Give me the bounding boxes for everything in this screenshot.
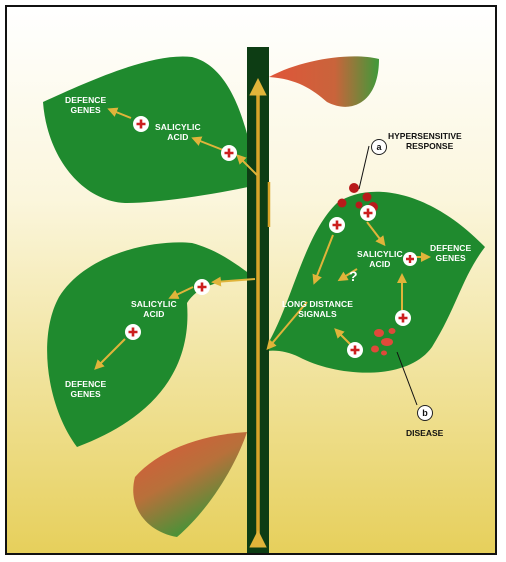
label-line: ACID: [143, 309, 165, 319]
arrow-stem-to-upper-leaf: [236, 154, 258, 176]
plant-defence-diagram: [7, 7, 495, 553]
right-leaf: [263, 191, 485, 373]
arrow-disease-plus-to-long-distance: [334, 328, 352, 346]
label-line: RESPONSE: [406, 141, 454, 151]
salicylic-acid-label-right: SALICYLIC ACID: [357, 249, 403, 269]
arrow-plus-to-salicylic-top: [191, 136, 224, 151]
label-line: SALICYLIC: [357, 249, 403, 259]
label-line: GENES: [435, 253, 466, 263]
label-line: SALICYLIC: [155, 122, 201, 132]
figure-frame: DEFENCE GENES SALICYLIC ACID SALICYLIC A…: [5, 5, 497, 555]
label-line: DEFENCE: [65, 379, 107, 389]
arrow-plus-to-salicylic-left: [168, 286, 194, 299]
plus-circle-icon: [403, 252, 417, 266]
label-line: GENES: [70, 105, 101, 115]
plus-circle-icon: [221, 145, 237, 161]
label-line: SALICYLIC: [131, 299, 177, 309]
plus-circle-icon: [360, 205, 376, 221]
salicylic-acid-label-top: SALICYLIC ACID: [155, 122, 201, 142]
arrow-leaf-to-stem: [266, 301, 308, 351]
pointer-a: [358, 145, 370, 190]
arrow-stem-to-lower-leaf: [211, 276, 256, 287]
plus-circle-icon: [133, 116, 149, 132]
label-line: ACID: [369, 259, 391, 269]
label-line: SIGNALS: [298, 309, 337, 319]
pointer-b: [396, 351, 418, 406]
label-line: LONG DISTANCE: [282, 299, 354, 309]
disease-label: DISEASE: [406, 428, 444, 438]
label-line: DEFENCE: [430, 243, 472, 253]
salicylic-acid-label-left: SALICYLIC ACID: [131, 299, 177, 319]
label-line: DEFENCE: [65, 95, 107, 105]
plus-circle-icon: [395, 310, 411, 326]
arrow-salicylic-to-long-distance: [337, 268, 358, 282]
plus-circle-icon: [347, 342, 363, 358]
label-line: HYPERSENSITIVE: [388, 131, 462, 141]
label-line: ACID: [167, 132, 189, 142]
defence-genes-label-right: DEFENCE GENES: [430, 243, 471, 263]
disease-lesions: [371, 328, 396, 356]
arrow-plus-to-long-distance: [312, 234, 334, 285]
badge-a: a: [371, 139, 387, 155]
badge-b: b: [417, 405, 433, 421]
arrow-salicylic-to-defence-top: [107, 107, 132, 119]
top-bud: [269, 56, 379, 107]
bottom-bud: [133, 432, 247, 537]
lower-left-leaf: [47, 242, 257, 447]
hypersensitive-response-label: HYPERSENSITIVE RESPONSE: [388, 131, 462, 151]
plus-circle-icon: [125, 324, 141, 340]
defence-genes-label-left: DEFENCE GENES: [65, 379, 106, 399]
defence-genes-label-top: DEFENCE GENES: [65, 95, 106, 115]
arrow-plus-to-salicylic-right: [366, 221, 386, 247]
hypersensitive-lesions: [337, 183, 378, 212]
arrow-salicylic-to-defence-left: [94, 338, 126, 370]
upper-left-leaf: [43, 56, 257, 203]
question-mark: ?: [349, 268, 358, 284]
plus-circle-icon: [329, 217, 345, 233]
plus-circle-icon: [194, 279, 210, 295]
long-distance-signals-label: LONG DISTANCE SIGNALS: [282, 299, 353, 319]
label-line: GENES: [70, 389, 101, 399]
